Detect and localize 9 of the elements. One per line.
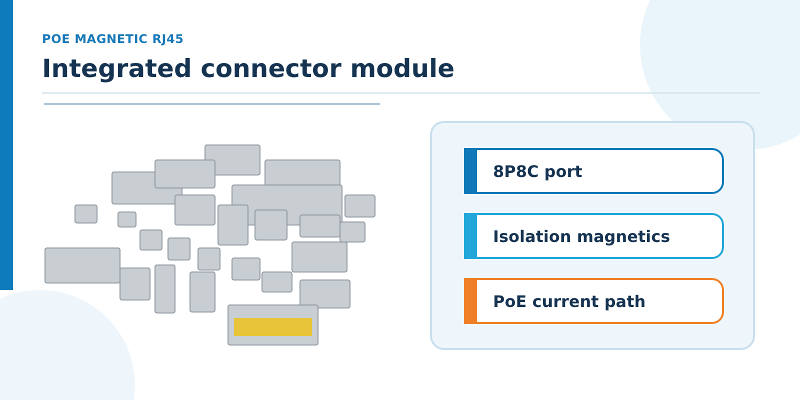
label-box: [464, 213, 724, 259]
label-box: [464, 148, 724, 194]
kicker-text: POE MAGNETIC RJ45: [42, 32, 184, 46]
title: Integrated connector module: [42, 54, 455, 83]
label-box: [464, 278, 724, 324]
panel: [430, 121, 755, 350]
label-text: 8P8C port: [493, 162, 582, 180]
label-text: PoE current path: [493, 292, 646, 310]
label-text: Isolation magnetics: [493, 226, 670, 246]
